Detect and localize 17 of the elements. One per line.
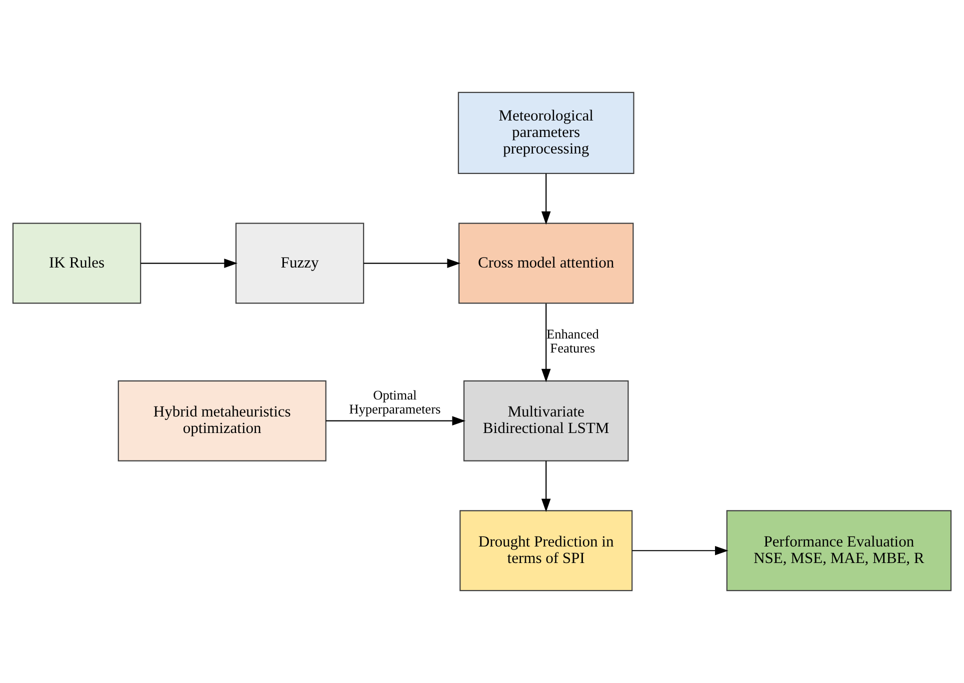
- arrow: [326, 416, 466, 426]
- edge-label: Enhanced Features: [546, 326, 599, 356]
- arrow: [541, 460, 551, 512]
- node-box: Meteorological parameters preprocessing: [458, 92, 634, 174]
- arrow: [632, 546, 728, 556]
- arrow: [541, 174, 551, 225]
- node-box: IK Rules: [12, 222, 142, 304]
- node-box: Multivariate Bidirectional LSTM: [463, 380, 629, 462]
- arrow: [541, 304, 551, 382]
- node-box: Performance Evaluation NSE, MSE, MAE, MBE, R: [726, 510, 952, 592]
- node-box: Cross model attention: [458, 222, 634, 304]
- node-box: Hybrid metaheuristics optimization: [118, 380, 326, 462]
- arrow: [364, 258, 460, 268]
- arrow: [140, 258, 238, 268]
- edge-label: Optimal Hyperparameters: [349, 387, 441, 417]
- node-box: Drought Prediction in terms of SPI: [460, 510, 633, 592]
- node-box: Fuzzy: [235, 222, 364, 304]
